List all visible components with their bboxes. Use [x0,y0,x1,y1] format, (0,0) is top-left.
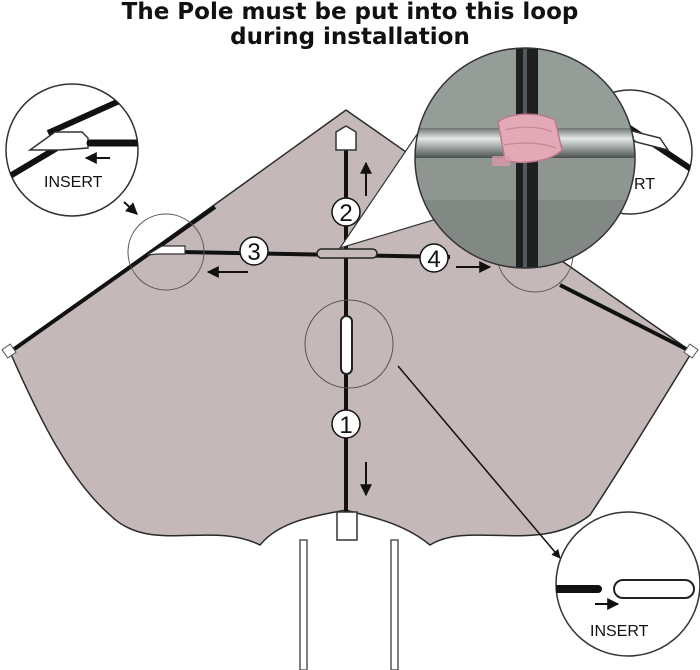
right-insert-label: RT [634,176,655,193]
title-line-2: during installation [230,24,470,50]
left-detail-callout: INSERT [5,83,139,217]
photo-magnifier [414,47,636,269]
step-4-label: 4 [427,246,440,273]
bottom-detail-callout: INSERT [555,511,700,657]
leader-line [397,365,561,559]
bottom-insert-label: INSERT [590,623,649,640]
step-1-label: 1 [339,412,352,439]
canopy-edge-binding [1,205,699,359]
loop-icon [316,248,378,375]
diagram-title: The Pole must be put into this loop duri… [0,0,700,50]
step-3-label: 3 [247,239,260,266]
pocket-icon [335,125,358,541]
frame-legs [299,539,399,670]
ribbon-loop [497,113,563,163]
left-insert-label: INSERT [44,174,103,191]
title-line-1: The Pole must be put into this loop [121,0,579,25]
arrow-icon [123,161,492,497]
step-2-label: 2 [339,200,352,227]
step-markers: 2 3 4 1 [239,197,449,439]
detail-circles [127,213,574,389]
